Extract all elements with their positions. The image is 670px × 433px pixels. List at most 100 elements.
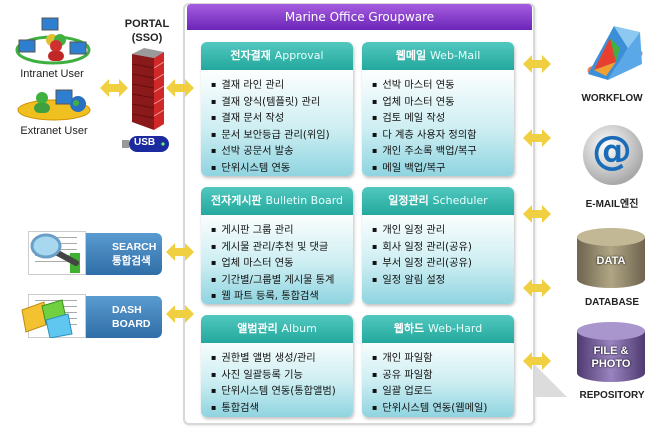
module-header: 일정관리 Scheduler [362, 187, 514, 215]
feature-item: 회사 일정 관리(공유) [372, 239, 514, 256]
module-title-en: Album [281, 322, 317, 335]
dashboard-button[interactable]: DASH BOARD [4, 294, 164, 338]
frame-title: Marine Office Groupware [187, 4, 532, 30]
magnifier-icon [30, 233, 80, 273]
module-webhard[interactable]: 웹하드 Web-Hard 개인 파일함 공유 파일함 일괄 업로드 단위시스템 … [362, 315, 514, 417]
double-arrow-icon [523, 204, 551, 224]
feature-item: 일정 알림 설정 [372, 272, 514, 289]
feature-item: 개인 일정 관리 [372, 222, 514, 239]
email-engine-label: E-MAIL엔진 [585, 199, 639, 210]
module-header: 웹메일 Web-Mail [362, 42, 514, 70]
feature-item: 권한별 앨범 생성/관리 [211, 350, 353, 367]
feature-item: 업체 마스터 연동 [372, 94, 514, 111]
feature-item: 개인 파일함 [372, 350, 514, 367]
module-title-en: Scheduler [432, 194, 488, 207]
module-scheduler[interactable]: 일정관리 Scheduler 개인 일정 관리 회사 일정 관리(공유) 부서 … [362, 187, 514, 304]
frame-fold-corner [535, 365, 567, 397]
feature-item: 문서 보안등급 관리(위임) [211, 127, 353, 144]
portal-subtitle: (SSO) [131, 32, 163, 44]
email-engine-icon: @ [582, 124, 644, 186]
feature-list: 결재 라인 관리 결재 양식(템플릿) 관리 결재 문서 작성 문서 보안등급 … [201, 70, 353, 176]
database-cylinder-icon: DATA [575, 227, 647, 289]
feature-item: 선박 마스터 연동 [372, 77, 514, 94]
usb-icon: USB [122, 135, 170, 153]
search-button[interactable]: SEARCH 통합검색 [4, 231, 164, 275]
double-arrow-icon [166, 242, 194, 262]
feature-item: 선박 공문서 발송 [211, 143, 353, 160]
module-header: 전자게시판 Bulletin Board [201, 187, 353, 215]
module-title-en: Web-Hard [427, 322, 483, 335]
feature-item: 기간별/그룹별 게시물 통계 [211, 272, 353, 289]
feature-item: 결재 라인 관리 [211, 77, 353, 94]
module-title-en: Web-Mail [429, 49, 481, 62]
search-label-ko: 통합검색 [112, 255, 151, 267]
feature-list: 게시판 그룹 관리 게시물 관리/추천 및 댓글 업체 마스터 연동 기간별/그… [201, 215, 353, 304]
feature-list: 개인 파일함 공유 파일함 일괄 업로드 단위시스템 연동(웹메일) [362, 343, 514, 417]
repository-label: REPOSITORY [579, 390, 645, 401]
feature-item: 단위시스템 연동(웹메일) [372, 400, 514, 417]
dashboard-label-2: BOARD [112, 318, 151, 330]
module-title-ko: 웹하드 [393, 322, 425, 335]
double-arrow-icon [166, 304, 194, 324]
database-cylinder-text: DATA [596, 255, 626, 267]
double-arrow-icon [523, 278, 551, 298]
feature-item: 게시물 관리/추천 및 댓글 [211, 239, 353, 256]
workflow-label: WORKFLOW [581, 93, 643, 104]
module-header: 웹하드 Web-Hard [362, 315, 514, 343]
module-title-ko: 일정관리 [388, 194, 429, 207]
feature-item: 단위시스템 연동(통합앨범) [211, 383, 353, 400]
workflow-icon [580, 24, 650, 84]
feature-item: 업체 마스터 연동 [211, 255, 353, 272]
feature-list: 개인 일정 관리 회사 일정 관리(공유) 부서 일정 관리(공유) 일정 알림… [362, 215, 514, 294]
repository-text-line1: FILE & [593, 345, 629, 357]
dashboard-tab: DASH BOARD [74, 296, 162, 338]
portal-title: PORTAL [124, 18, 170, 30]
double-arrow-icon [523, 54, 551, 74]
feature-item: 검토 메일 작성 [372, 110, 514, 127]
feature-item: 결재 문서 작성 [211, 110, 353, 127]
intranet-users-icon [14, 14, 92, 66]
module-title-ko: 전자결재 [230, 49, 271, 62]
extranet-user-label: Extranet User [20, 125, 88, 137]
search-tab: SEARCH 통합검색 [74, 233, 162, 275]
module-header: 전자결재 Approval [201, 42, 353, 70]
feature-item: 통합검색 [211, 400, 353, 417]
feature-item: 게시판 그룹 관리 [211, 222, 353, 239]
usb-label: USB [134, 137, 156, 148]
module-approval[interactable]: 전자결재 Approval 결재 라인 관리 결재 양식(템플릿) 관리 결재 … [201, 42, 353, 176]
feature-item: 단위시스템 연동 [211, 160, 353, 177]
module-webmail[interactable]: 웹메일 Web-Mail 선박 마스터 연동 업체 마스터 연동 검토 메일 작… [362, 42, 514, 176]
dashboard-label: DASH [112, 304, 142, 316]
feature-item: 사진 일괄등록 기능 [211, 367, 353, 384]
extranet-user-icon [16, 88, 92, 122]
module-title-en: Approval [274, 49, 324, 62]
module-title-ko: 전자게시판 [210, 194, 262, 207]
intranet-user-label: Intranet User [20, 68, 84, 80]
module-header: 앨범관리 Album [201, 315, 353, 343]
feature-item: 웹 파트 등록, 통합검색 [211, 288, 353, 304]
feature-item: 다 계층 사용자 정의함 [372, 127, 514, 144]
repository-cylinder-icon: FILE & PHOTO [575, 321, 647, 383]
module-album[interactable]: 앨범관리 Album 권한별 앨범 생성/관리 사진 일괄등록 기능 단위시스템… [201, 315, 353, 417]
feature-item: 공유 파일함 [372, 367, 514, 384]
double-arrow-icon [100, 78, 128, 98]
search-label: SEARCH [112, 241, 157, 253]
feature-list: 선박 마스터 연동 업체 마스터 연동 검토 메일 작성 다 계층 사용자 정의… [362, 70, 514, 176]
double-arrow-icon [166, 78, 194, 98]
feature-item: 개인 주소록 백업/복구 [372, 143, 514, 160]
double-arrow-icon [523, 128, 551, 148]
at-sign-icon: @ [592, 128, 632, 174]
feature-item: 메일 백업/복구 [372, 160, 514, 177]
module-bulletin-board[interactable]: 전자게시판 Bulletin Board 게시판 그룹 관리 게시물 관리/추천… [201, 187, 353, 304]
feature-item: 결재 양식(템플릿) 관리 [211, 94, 353, 111]
feature-item: 일괄 업로드 [372, 383, 514, 400]
repository-text-line2: PHOTO [591, 358, 631, 370]
double-arrow-icon [523, 351, 551, 371]
module-title-ko: 앨범관리 [237, 322, 278, 335]
feature-list: 권한별 앨범 생성/관리 사진 일괄등록 기능 단위시스템 연동(통합앨범) 통… [201, 343, 353, 417]
feature-item: 부서 일정 관리(공유) [372, 255, 514, 272]
database-label: DATABASE [584, 297, 640, 308]
module-title-ko: 웹메일 [395, 49, 427, 62]
firewall-icon [131, 48, 165, 130]
portal-label: PORTAL (SSO) [122, 17, 172, 45]
